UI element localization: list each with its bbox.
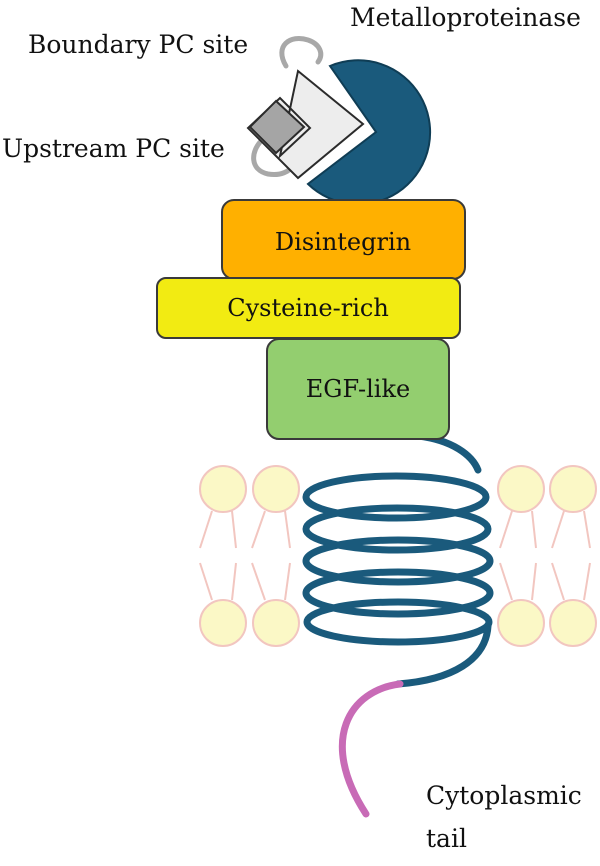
cysteine-rich-label: Cysteine-rich — [227, 294, 389, 322]
lipid-upper-left-2 — [251, 465, 300, 549]
tail-label: tail — [426, 824, 467, 853]
pc-site-square — [248, 99, 306, 155]
lipid-lower-right-2 — [549, 562, 597, 647]
cysteine-rich-domain: Cysteine-rich — [156, 277, 461, 339]
egf-like-label: EGF-like — [306, 375, 410, 403]
cytoplasmic-label: Cytoplasmic — [426, 781, 582, 810]
disintegrin-label: Disintegrin — [275, 228, 411, 256]
metalloproteinase-label: Metalloproteinase — [350, 3, 581, 32]
cytoplasmic-tail — [338, 680, 404, 818]
lipid-lower-right-1 — [497, 562, 545, 647]
lipid-upper-right-1 — [497, 465, 545, 549]
egf-like-domain: EGF-like — [266, 338, 450, 440]
boundary-pc-loop — [279, 36, 324, 69]
lipid-bilayer — [199, 465, 597, 647]
lipid-upper-right-2 — [549, 465, 597, 549]
lipid-upper-left-1 — [199, 465, 247, 549]
disintegrin-domain: Disintegrin — [221, 199, 466, 280]
lipid-lower-left-2 — [251, 562, 300, 647]
lipid-lower-left-1 — [199, 562, 247, 647]
boundary-pc-site-label: Boundary PC site — [28, 30, 249, 59]
transmembrane-helix — [302, 432, 494, 688]
upstream-pc-site-label: Upstream PC site — [2, 134, 225, 163]
